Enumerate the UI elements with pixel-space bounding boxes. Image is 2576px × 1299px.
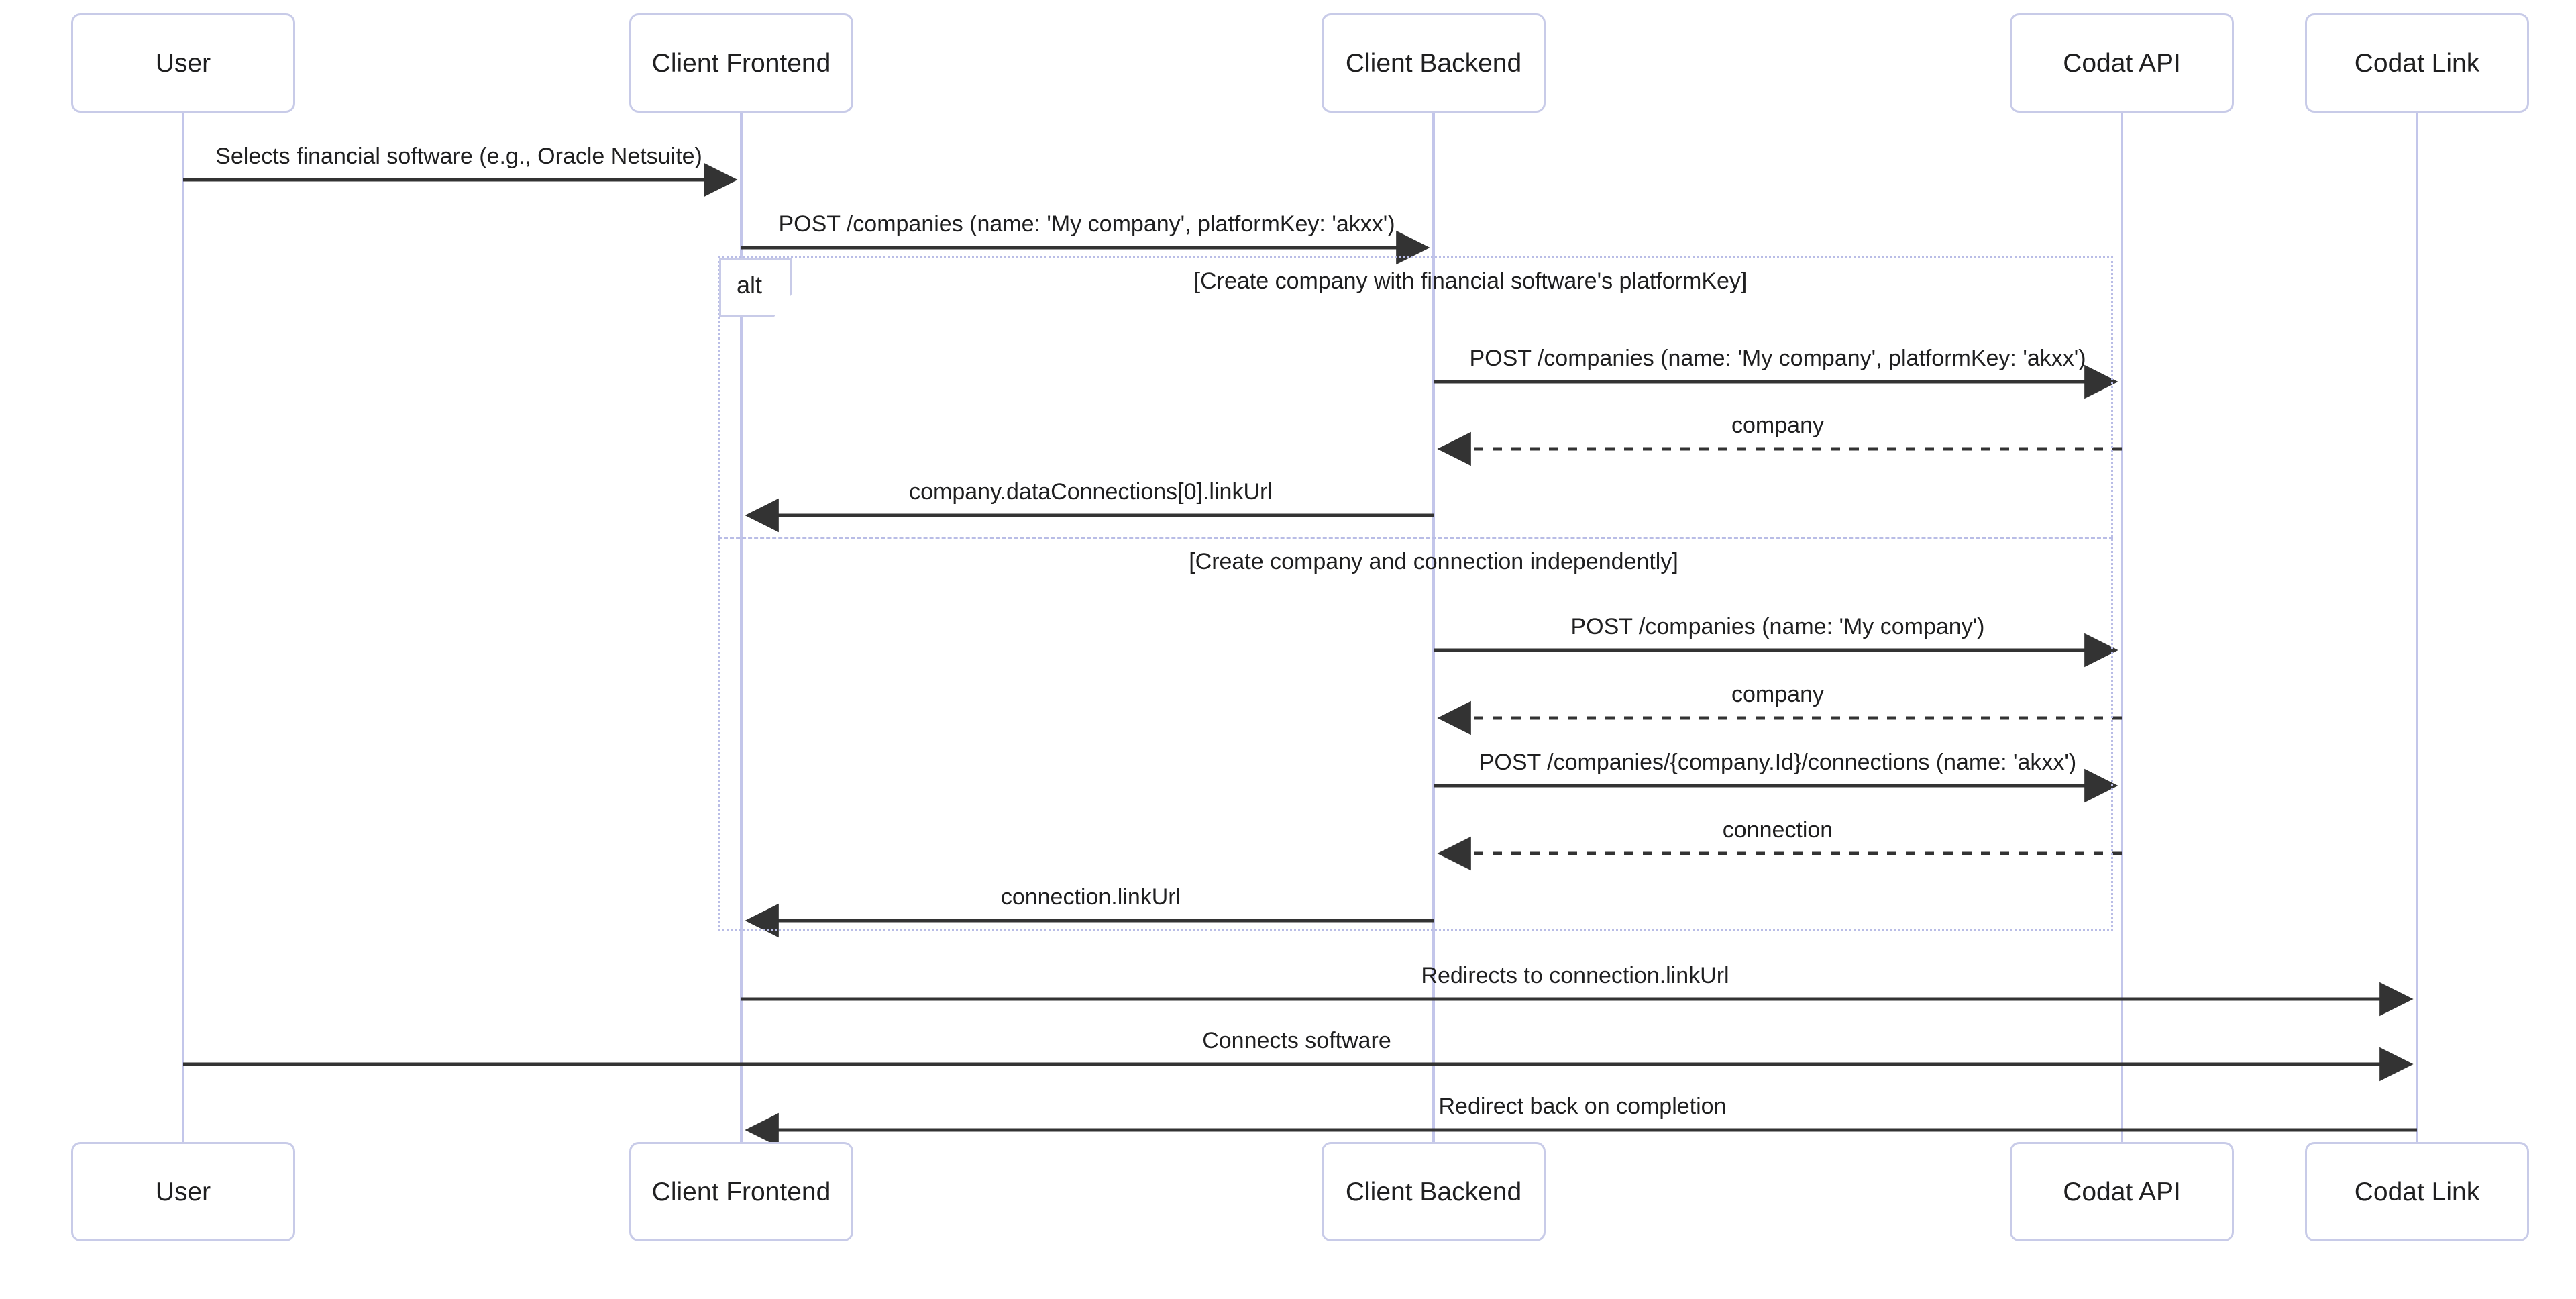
participant-bottom-user[interactable]: User: [71, 1142, 295, 1241]
participant-label-codat-api: Codat API: [2063, 48, 2181, 78]
participant-label-user-bottom: User: [155, 1177, 211, 1206]
participant-label-client-frontend: Client Frontend: [651, 48, 831, 78]
participant-bottom-codat-link[interactable]: Codat Link: [2305, 1142, 2529, 1241]
lifelines: [182, 113, 2418, 1142]
participant-label-codat-api-bottom: Codat API: [2063, 1177, 2181, 1206]
message-label-9: connection: [1722, 817, 1833, 843]
alt-branch-condition-1: [Create company with financial software'…: [1193, 268, 1748, 294]
alt-branch-condition-2: [Create company and connection independe…: [1189, 549, 1678, 574]
participant-label-client-backend-bottom: Client Backend: [1345, 1177, 1522, 1206]
message-label-6: POST /companies (name: 'My company'): [1570, 614, 1985, 639]
participant-label-codat-link-bottom: Codat Link: [2354, 1177, 2480, 1206]
message-label-5: company.dataConnections[0].linkUrl: [909, 479, 1273, 505]
participant-label-client-frontend-bottom: Client Frontend: [651, 1177, 831, 1206]
alt-tag-label: alt: [736, 271, 763, 299]
participant-top-user[interactable]: User: [71, 13, 295, 113]
participant-top-client-frontend[interactable]: Client Frontend: [629, 13, 853, 113]
message-label-13: Redirect back on completion: [1438, 1094, 1727, 1119]
message-label-12: Connects software: [1202, 1028, 1391, 1053]
message-label-4: company: [1731, 413, 1824, 438]
message-label-1: Selects financial software (e.g., Oracle…: [215, 144, 702, 169]
message-label-3: POST /companies (name: 'My company', pla…: [1469, 346, 2086, 371]
message-label-10: connection.linkUrl: [1000, 884, 1181, 910]
message-label-11: Redirects to connection.linkUrl: [1421, 963, 1729, 988]
message-label-8: POST /companies/{company.Id}/connections…: [1479, 749, 2077, 775]
participant-bottom-codat-api[interactable]: Codat API: [2010, 1142, 2234, 1241]
alt-fragment-tag: alt: [719, 258, 792, 317]
alt-branch-divider: [718, 537, 2113, 539]
participant-bottom-client-backend[interactable]: Client Backend: [1322, 1142, 1546, 1241]
participant-label-user: User: [155, 48, 211, 78]
participant-label-codat-link: Codat Link: [2354, 48, 2480, 78]
participant-top-codat-api[interactable]: Codat API: [2010, 13, 2234, 113]
message-label-2: POST /companies (name: 'My company', pla…: [778, 211, 1395, 237]
participant-bottom-client-frontend[interactable]: Client Frontend: [629, 1142, 853, 1241]
message-label-7: company: [1731, 682, 1824, 707]
participant-label-client-backend: Client Backend: [1345, 48, 1522, 78]
participant-top-codat-link[interactable]: Codat Link: [2305, 13, 2529, 113]
participant-top-client-backend[interactable]: Client Backend: [1322, 13, 1546, 113]
